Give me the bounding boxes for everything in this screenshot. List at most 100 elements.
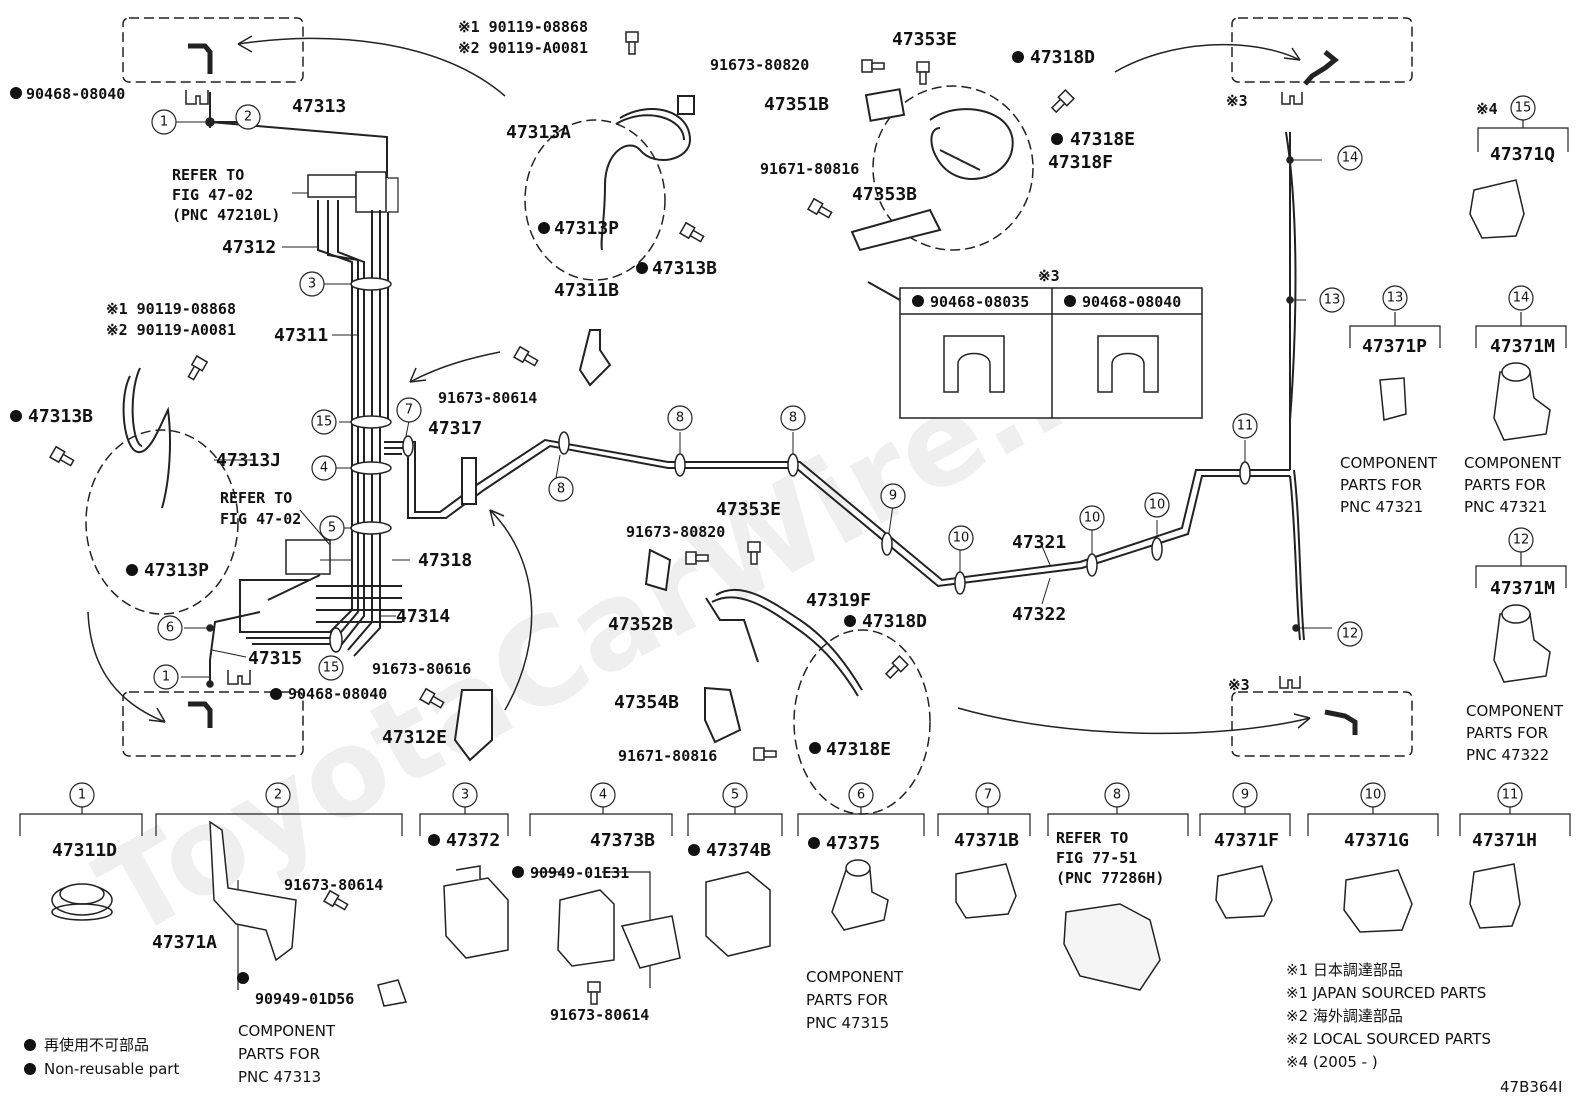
bottom-part-drawings xyxy=(51,179,1551,1007)
notes: 再使用不可部品 Non-reusable part ※1 日本調達部品 ※1 J… xyxy=(44,961,1562,1096)
part-labels: 90468-08040 47313 REFER TO FIG 47-02 (PN… xyxy=(26,18,1564,765)
detail-box-bottom-left xyxy=(122,691,304,757)
callout-9: 9 xyxy=(880,483,906,509)
label-x4: ※4 xyxy=(1476,100,1498,118)
label-47353E: 47353E xyxy=(892,29,957,50)
label-refer-a: REFER TO xyxy=(172,166,244,184)
svg-text:7: 7 xyxy=(405,403,413,418)
label-cp-p-b: PARTS FOR xyxy=(1340,476,1422,494)
callout-15: 15 xyxy=(311,409,337,435)
svg-text:11: 11 xyxy=(1502,788,1519,803)
pointer-arrows xyxy=(87,35,1311,735)
label-47313B: 47313B xyxy=(652,258,717,279)
label-refer2-a: REFER TO xyxy=(220,489,292,507)
callout-13: 13 xyxy=(1319,287,1345,313)
legend-91673-80614-b: 91673-80614 xyxy=(550,1006,649,1024)
callout-1b: 1 xyxy=(153,664,179,690)
label-47353E-mid: 47353E xyxy=(716,499,781,520)
legend-47371A: 47371A xyxy=(152,932,217,953)
legend-47311D: 47311D xyxy=(52,840,117,861)
label-90468-08035: 90468-08035 xyxy=(930,293,1029,311)
label-47312E: 47312E xyxy=(382,727,447,748)
callout-2: 2 xyxy=(235,104,261,130)
bolt-icon xyxy=(49,445,75,467)
callout-5: 5 xyxy=(319,515,345,541)
detail-box-top-left xyxy=(122,17,304,83)
svg-text:3: 3 xyxy=(308,277,316,292)
note-x2-en: ※2 LOCAL SOURCED PARTS xyxy=(1286,1030,1491,1048)
bolt-icons xyxy=(49,31,1075,1005)
svg-text:10: 10 xyxy=(1365,788,1382,803)
legend-refer-c: (PNC 77286H) xyxy=(1056,869,1164,887)
svg-text:1: 1 xyxy=(160,115,168,130)
label-91673-80616: 91673-80616 xyxy=(372,660,471,678)
note-x2-jp: ※2 海外調達部品 xyxy=(1286,1007,1403,1025)
label-x2-left: ※2 90119-A0081 xyxy=(106,321,236,339)
svg-text:8: 8 xyxy=(557,482,565,497)
bolt-icon xyxy=(685,551,709,565)
label-refer-b: FIG 47-02 xyxy=(172,186,253,204)
callout-6: 6 xyxy=(157,615,183,641)
svg-text:15: 15 xyxy=(323,661,340,676)
legend-cp2-a: COMPONENT xyxy=(238,1022,336,1040)
label-90468-08040-bl: 90468-08040 xyxy=(288,685,387,703)
legend-47371F: 47371F xyxy=(1214,830,1279,851)
figure-code: 47B364I xyxy=(1500,1078,1562,1096)
callout-12b: 12 xyxy=(1508,527,1534,553)
legend-47372: 47372 xyxy=(446,830,500,851)
callout-1: 1 xyxy=(151,109,177,135)
legend-cp6-a: COMPONENT xyxy=(806,968,904,986)
label-x3-tr: ※3 xyxy=(1226,92,1248,110)
label-47313P: 47313P xyxy=(554,218,619,239)
label-47371M-14: 47371M xyxy=(1490,336,1555,357)
svg-text:8: 8 xyxy=(1113,788,1121,803)
svg-text:12: 12 xyxy=(1513,533,1530,548)
legend-47373B: 47373B xyxy=(590,830,655,851)
callout-13b: 13 xyxy=(1382,285,1408,311)
label-47354B: 47354B xyxy=(614,692,679,713)
legend-callout-3: 3 xyxy=(452,782,478,808)
label-47318E-mid: 47318E xyxy=(826,739,891,760)
svg-text:12: 12 xyxy=(1342,627,1359,642)
label-refer-c: (PNC 47210L) xyxy=(172,206,280,224)
label-47314: 47314 xyxy=(396,606,450,627)
note-x1-en: ※1 JAPAN SOURCED PARTS xyxy=(1286,984,1486,1002)
label-47313J: 47313J xyxy=(216,450,281,471)
label-cp-p-c: PNC 47321 xyxy=(1340,498,1423,516)
label-91671-80816: 91671-80816 xyxy=(760,160,859,178)
note-non-reusable-jp: 再使用不可部品 xyxy=(44,1036,149,1054)
label-91671-80816-mid: 91671-80816 xyxy=(618,747,717,765)
svg-text:6: 6 xyxy=(166,621,174,636)
svg-text:8: 8 xyxy=(676,411,684,426)
callout-10c: 10 xyxy=(1144,492,1170,518)
label-91673-80820: 91673-80820 xyxy=(710,56,809,74)
legend-cp2-c: PNC 47313 xyxy=(238,1068,321,1086)
label-x2-top: ※2 90119-A0081 xyxy=(458,39,588,57)
svg-text:10: 10 xyxy=(1149,498,1166,513)
label-cp-m12-c: PNC 47322 xyxy=(1466,746,1549,764)
svg-text:9: 9 xyxy=(889,489,897,504)
label-47318F: 47318F xyxy=(1048,152,1113,173)
label-47318D-mid: 47318D xyxy=(862,611,927,632)
callout-10b: 10 xyxy=(1079,505,1105,531)
label-47312: 47312 xyxy=(222,237,276,258)
callout-12: 12 xyxy=(1337,621,1363,647)
svg-text:14: 14 xyxy=(1513,291,1530,306)
svg-text:6: 6 xyxy=(857,788,865,803)
legend-91673-80614: 91673-80614 xyxy=(284,876,383,894)
svg-text:2: 2 xyxy=(274,788,282,803)
label-47318E: 47318E xyxy=(1070,129,1135,150)
detail-box-top-right xyxy=(1231,17,1413,83)
svg-text:13: 13 xyxy=(1387,291,1404,306)
svg-text:9: 9 xyxy=(1241,788,1249,803)
label-47313A: 47313A xyxy=(506,122,571,143)
legend-47374B: 47374B xyxy=(706,840,771,861)
bolt-icon xyxy=(884,655,909,680)
callout-14: 14 xyxy=(1337,145,1363,171)
callout-7: 7 xyxy=(396,397,422,423)
non-reusable-markers xyxy=(10,51,1063,1075)
clip-plate-table xyxy=(899,287,1203,419)
label-47318: 47318 xyxy=(418,550,472,571)
bolt-icon xyxy=(753,747,777,761)
